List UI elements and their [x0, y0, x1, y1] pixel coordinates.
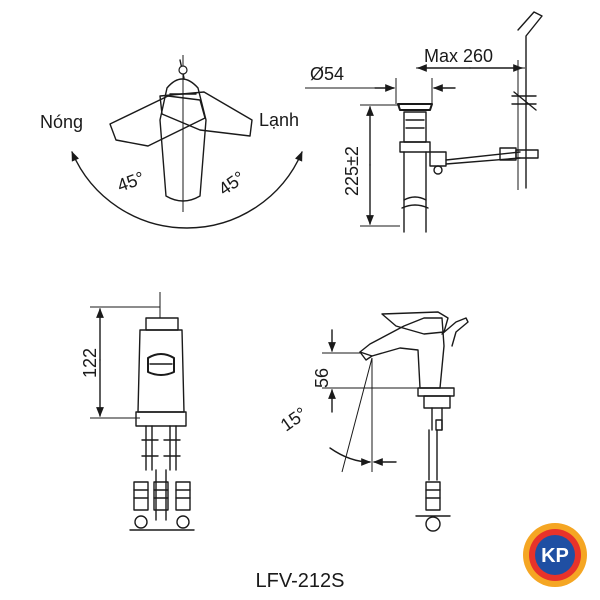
height-225-label: 225±2	[342, 146, 362, 196]
logo-text: KP	[541, 545, 569, 567]
diameter-label: Ø54	[310, 64, 344, 84]
side-view	[322, 311, 469, 532]
hot-label: Nóng	[40, 112, 83, 132]
drain-detail	[305, 11, 543, 233]
top-view	[71, 55, 303, 229]
angle-left-label: 45°	[115, 168, 147, 196]
angle-15-label: 15°	[277, 403, 311, 435]
cold-label: Lạnh	[259, 110, 299, 130]
front-view	[90, 292, 195, 531]
logo-inner	[535, 535, 575, 575]
max-length-label: Max 260	[424, 46, 493, 66]
height-56-label: 56	[312, 368, 332, 388]
height-122-label: 122	[80, 348, 100, 378]
model-name: LFV-212S	[256, 570, 345, 592]
angle-right-label: 45°	[215, 167, 249, 199]
brand-logo: KP	[523, 523, 587, 587]
